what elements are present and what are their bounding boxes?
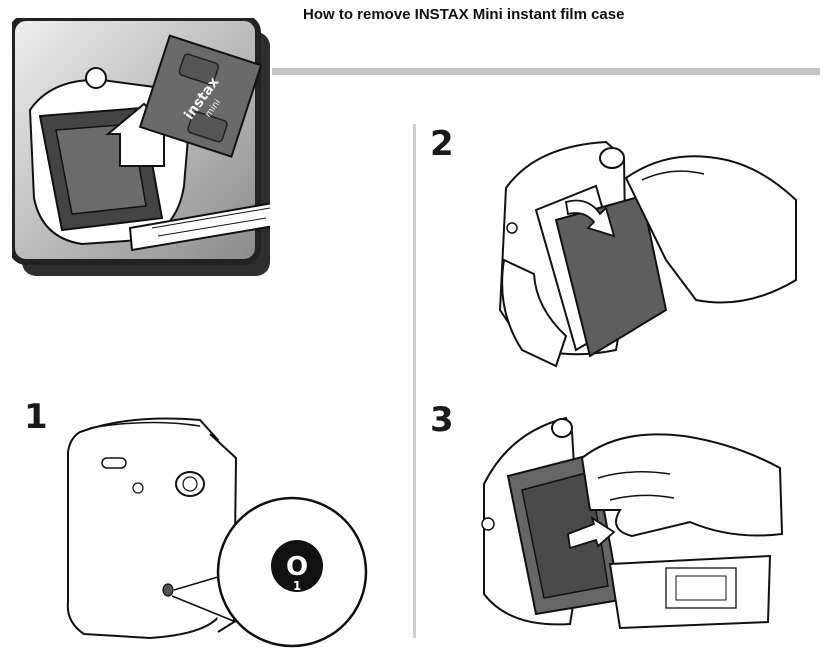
- viewfinder: [85, 67, 107, 89]
- lift-arrow: [564, 199, 616, 238]
- camera-back-door: [608, 554, 772, 630]
- hero-illustration: instax mini: [12, 18, 270, 276]
- counter-window-zoom: [271, 540, 323, 592]
- step-2-number: 2: [430, 124, 454, 164]
- camera-body: [66, 417, 224, 640]
- step-1-number: 1: [24, 397, 48, 437]
- step-1-illustration: O 1: [66, 417, 368, 648]
- viewfinder: [599, 147, 625, 169]
- left-hand: [501, 258, 568, 368]
- film-counter-window: [162, 583, 174, 597]
- counter-value: O: [286, 552, 308, 582]
- camera-back-door: [128, 202, 270, 252]
- viewfinder: [551, 418, 573, 438]
- film-pack: [521, 471, 609, 599]
- right-hand: [624, 155, 797, 304]
- film-pack: instax mini: [138, 34, 263, 158]
- step-2-illustration: [498, 140, 797, 368]
- step-3-illustration: [481, 416, 784, 630]
- page-title: How to remove INSTAX Mini instant film c…: [303, 6, 625, 23]
- title-rule: [272, 68, 820, 75]
- back-door-latch: [101, 457, 127, 469]
- counter-subvalue: 1: [293, 579, 301, 593]
- remove-arrow: [567, 515, 616, 550]
- step-3-number: 3: [430, 400, 454, 440]
- column-divider: [413, 124, 416, 638]
- right-hand: [580, 433, 784, 538]
- film-pack: [554, 194, 668, 358]
